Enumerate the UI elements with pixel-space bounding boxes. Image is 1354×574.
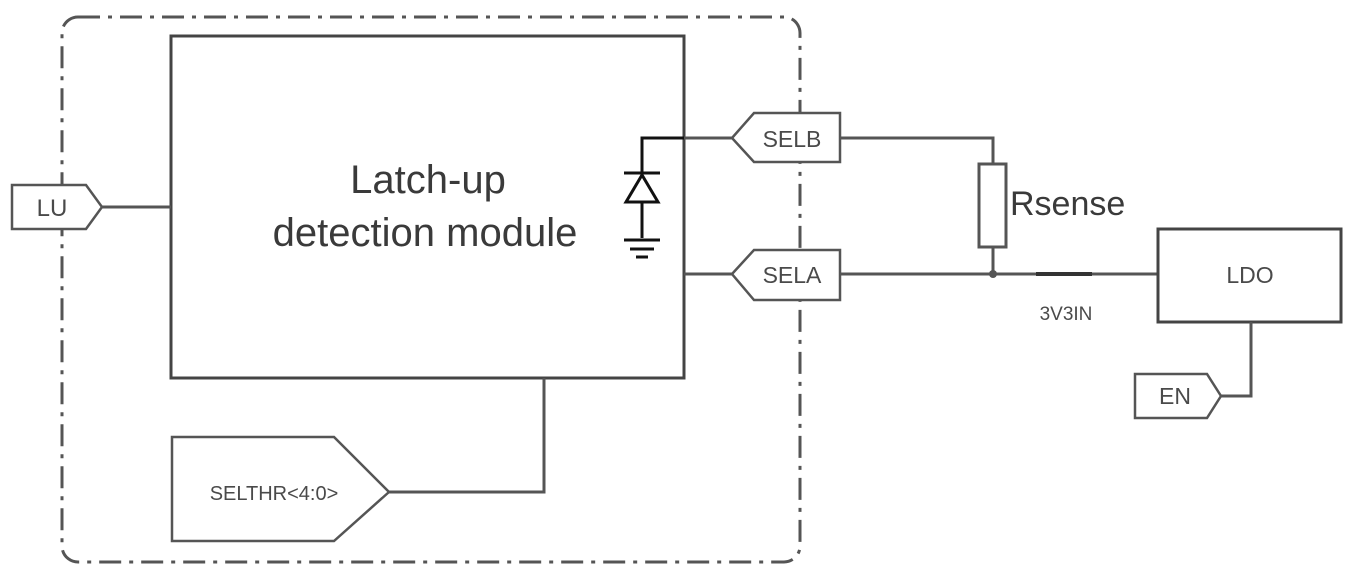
junction-dot	[989, 270, 997, 278]
port-selb-label: SELB	[763, 126, 822, 152]
ldo-label: LDO	[1226, 262, 1273, 288]
port-sela: SELA	[730, 248, 842, 302]
diode-icon	[623, 136, 684, 238]
module-title-line2: detection module	[273, 211, 578, 255]
ground-icon	[624, 238, 660, 259]
module-title-line1: Latch-up	[350, 158, 506, 202]
port-lu: LU	[10, 183, 104, 231]
port-en-label: EN	[1159, 383, 1191, 409]
net-3v3in-label: 3V3IN	[1040, 304, 1093, 325]
latchup-detection-module	[169, 34, 686, 380]
port-en: EN	[1133, 372, 1223, 420]
port-selthr: SELTHR<4:0>	[170, 435, 391, 543]
port-selb: SELB	[730, 111, 842, 164]
port-lu-label: LU	[37, 195, 68, 222]
port-selthr-label: SELTHR<4:0>	[210, 483, 339, 505]
port-sela-label: SELA	[763, 262, 822, 288]
rsense-resistor	[977, 162, 1008, 249]
rsense-label: Rsense	[1010, 185, 1125, 223]
